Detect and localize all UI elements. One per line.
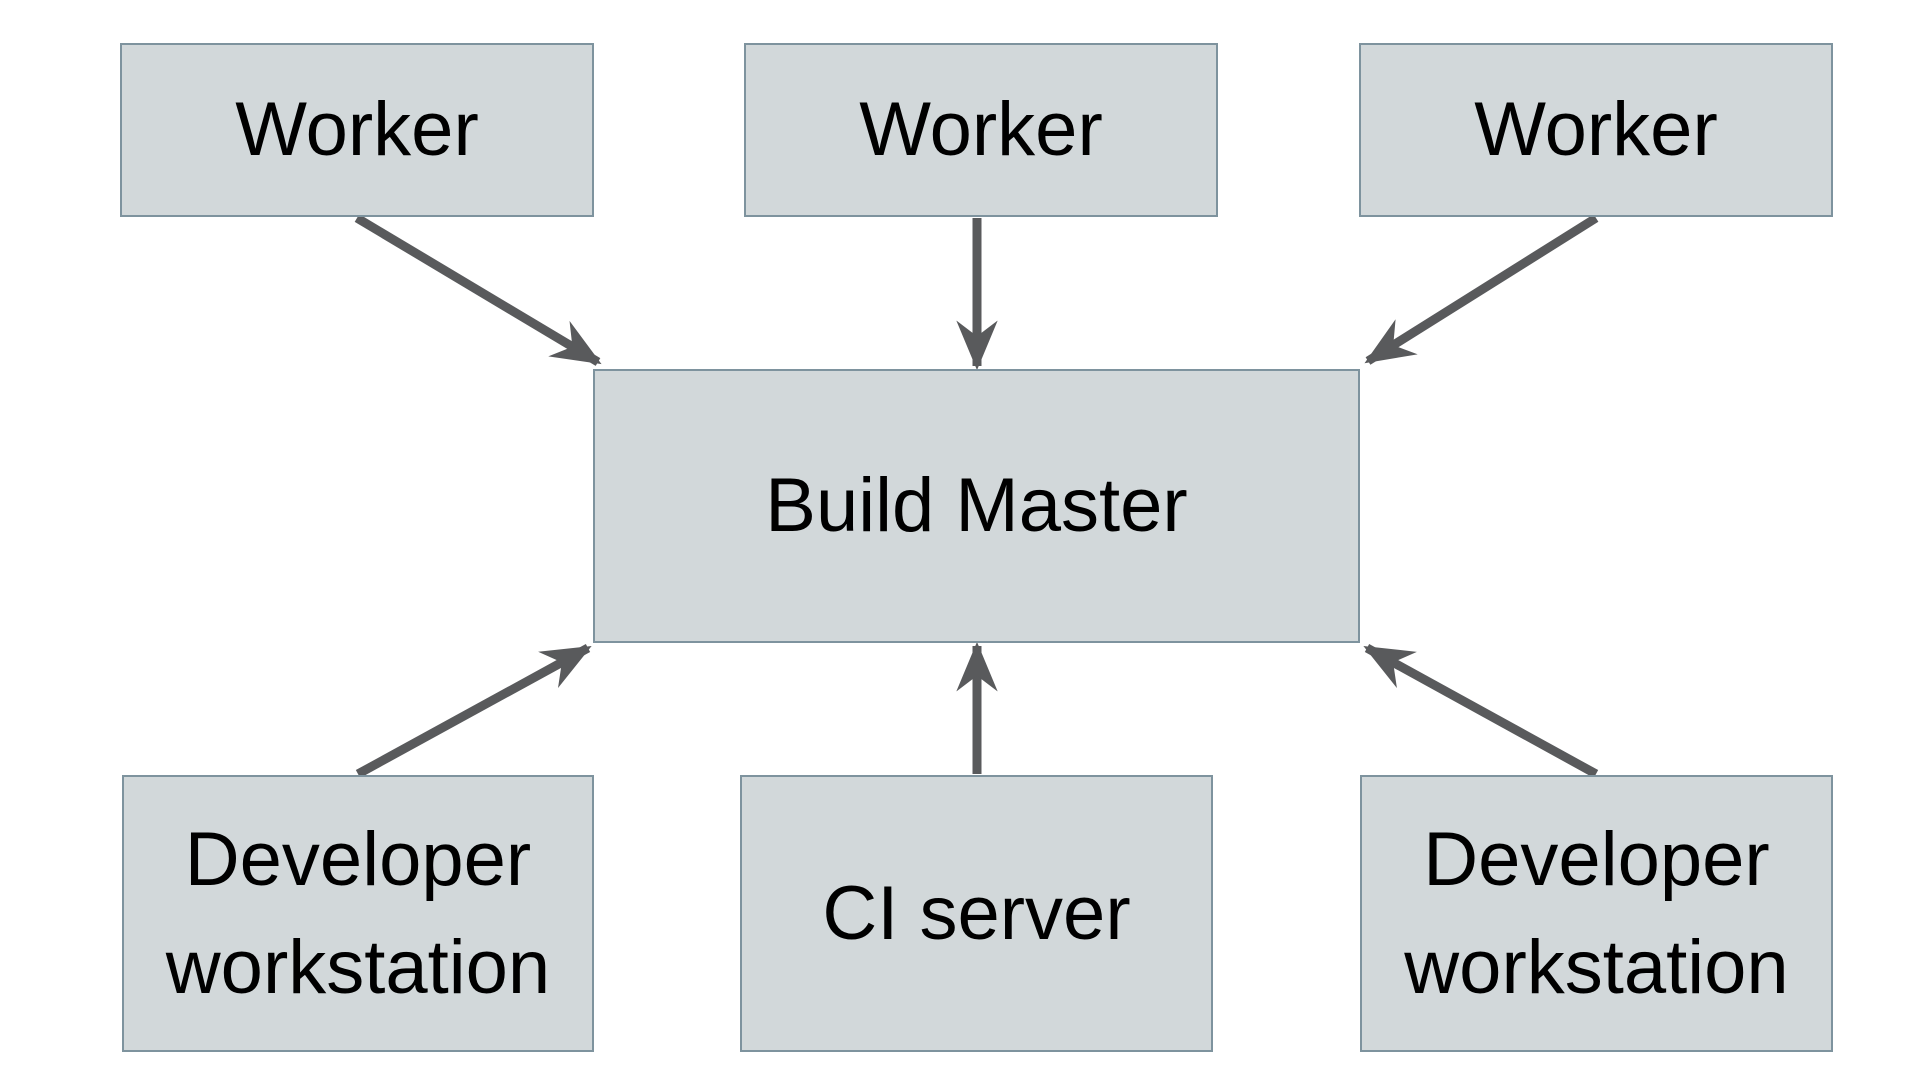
node-worker-3-label: Worker [1474, 87, 1718, 173]
node-build-master-label: Build Master [765, 463, 1188, 549]
node-build-master: Build Master [593, 369, 1360, 643]
node-developer-workstation-right-label: Developer workstation [1404, 816, 1789, 1010]
node-worker-2-label: Worker [859, 87, 1103, 173]
arrow-dev-right-to-build-master [1363, 644, 1599, 778]
arrow-worker3-to-build-master [1364, 214, 1599, 365]
node-worker-1-label: Worker [235, 87, 479, 173]
node-worker-3: Worker [1359, 43, 1833, 217]
arrow-worker1-to-build-master [354, 214, 602, 366]
node-ci-server-label: CI server [822, 870, 1131, 956]
node-developer-workstation-left: Developer workstation [122, 775, 594, 1052]
node-worker-1: Worker [120, 43, 594, 217]
node-ci-server: CI server [740, 775, 1213, 1052]
node-developer-workstation-left-label: Developer workstation [165, 816, 551, 1010]
node-worker-2: Worker [744, 43, 1218, 217]
arrow-dev-left-to-build-master [355, 644, 592, 778]
node-developer-workstation-right: Developer workstation [1360, 775, 1833, 1052]
